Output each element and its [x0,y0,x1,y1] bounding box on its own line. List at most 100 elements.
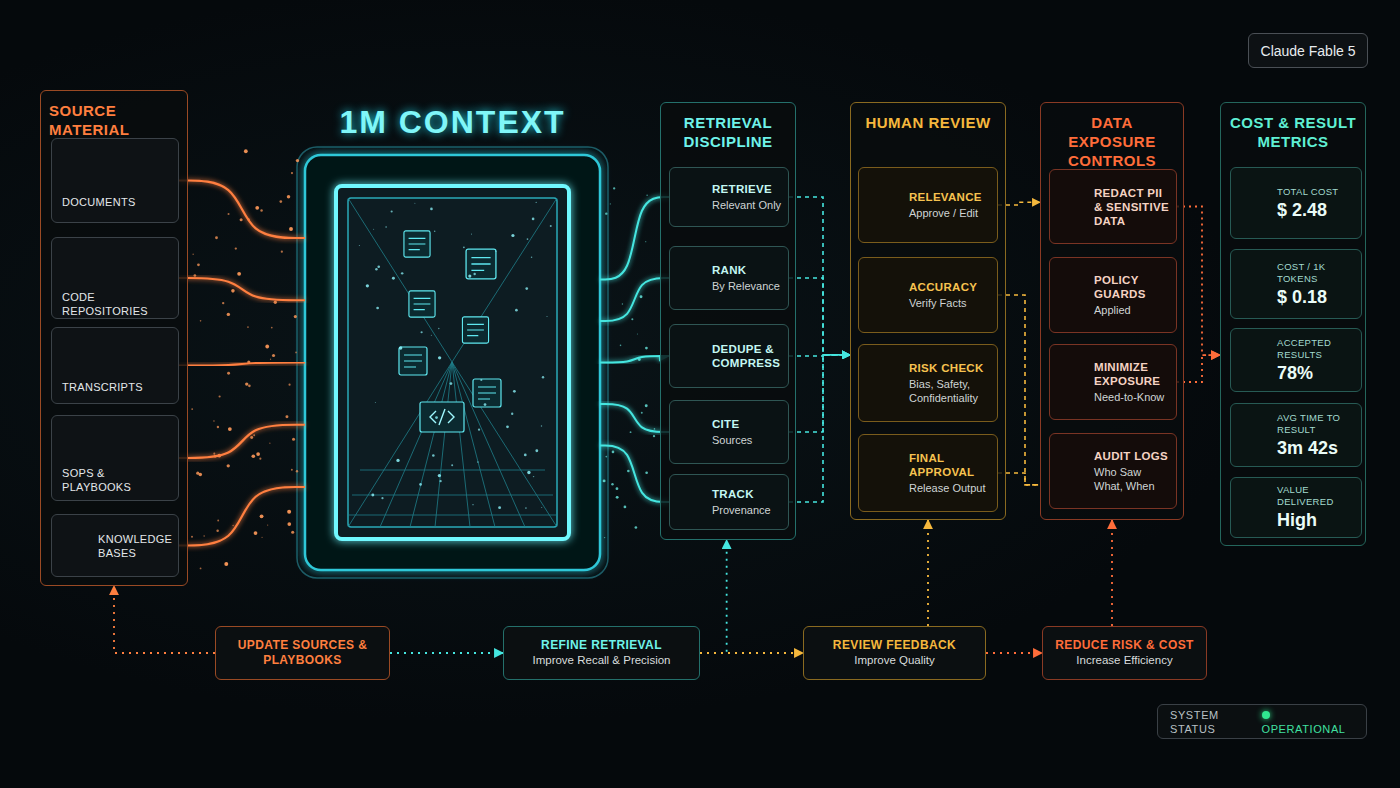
particle [498,506,501,509]
source-box: CODE REPOSITORIES [51,237,179,319]
model-badge: Claude Fable 5 [1248,33,1368,68]
step-title: FINAL APPROVAL [909,451,993,479]
particle [438,474,441,477]
particle [546,316,547,317]
particle [450,382,453,385]
retrieval-step: RETRIEVERelevant Only [669,167,789,227]
metric-box: AVG TIME TO RESULT3m 42s [1230,403,1362,467]
metric-label: COST / 1K TOKENS [1277,261,1357,285]
particle [631,318,633,320]
particle [616,487,619,490]
particle [419,483,422,486]
context-window: 1M CONTEXT [305,155,600,570]
particle [471,234,472,235]
metric-box: COST / 1K TOKENS$ 0.18 [1230,249,1362,319]
particle [431,335,432,336]
source-box: TRANSCRIPTS [51,327,179,404]
particle [366,284,369,287]
particle [248,385,251,388]
particle [260,514,264,518]
particle [506,425,509,428]
metric-value: 78% [1277,362,1357,384]
particle [216,529,218,531]
flow-curve [179,487,305,546]
step-title: TRACK [712,487,784,501]
particle [396,459,399,462]
particle [287,522,291,526]
source-label: KNOWLEDGE BASES [98,532,174,560]
step-title: AUDIT LOGS [1094,449,1172,463]
particle [253,434,255,436]
flow-curve [600,446,669,503]
particle [272,354,275,357]
flow-curve [600,278,669,321]
particle [227,313,230,316]
particle [536,202,537,203]
particle [375,402,376,403]
particle [269,443,270,444]
particle [438,328,439,329]
step-detail: Who Saw What, When [1094,465,1172,493]
particle [227,464,230,467]
flow-curve [600,197,669,280]
particle [385,226,387,228]
particle [645,241,646,242]
particle [432,454,435,457]
feedback-box: REFINE RETRIEVALImprove Recall & Precisi… [503,626,700,680]
particle [439,480,441,482]
context-illustration [348,198,557,527]
particle [254,531,258,535]
source-label: TRANSCRIPTS [62,380,174,394]
source-panel: SOURCE MATERIALDOCUMENTSCODE REPOSITORIE… [40,90,188,586]
flow-curve [179,181,305,239]
step-title: RANK [712,263,784,277]
particle [375,268,377,270]
retrieval-step: RANKBy Relevance [669,246,789,310]
particle [550,225,552,227]
particle [451,464,453,466]
particle [294,315,297,318]
particle [291,172,293,174]
flow-connector [1111,520,1113,626]
feedback-box: REDUCE RISK & COSTIncrease Efficiency [1042,626,1207,680]
particle [197,263,200,266]
particle [192,254,193,255]
particle [237,272,241,276]
particle [217,426,219,428]
step-detail: Sources [712,433,784,447]
step-title: RISK CHECK [909,361,993,375]
particle [605,212,607,214]
particle [261,537,262,538]
particle [228,427,232,431]
particle [477,461,479,463]
flow-connector [700,540,727,653]
particle [287,510,291,514]
particle [219,395,221,397]
particle [645,347,648,350]
metric-box: VALUE DELIVEREDHigh [1230,477,1362,538]
particle [542,376,544,378]
control-step: REDACT PII & SENSITIVE DATA [1049,169,1177,244]
particle [199,473,203,477]
metric-value: High [1277,509,1357,531]
particle [513,390,516,393]
particle [495,251,496,252]
flow-connector [700,652,803,654]
particle [654,428,656,430]
particle [480,379,482,381]
metric-box: TOTAL COST$ 2.48 [1230,167,1362,239]
flow-curve [600,404,669,432]
particle [213,420,215,422]
particle [472,504,473,505]
particle [473,273,475,275]
particle [637,333,638,334]
metric-box: ACCEPTED RESULTS78% [1230,328,1362,392]
particle [292,438,295,441]
flow-curve [179,278,305,300]
metric-value: 3m 42s [1277,437,1357,459]
particle [285,415,288,418]
particle-field [191,149,655,569]
metric-label: AVG TIME TO RESULT [1277,412,1357,436]
step-title: DEDUPE & COMPRESS [712,342,784,370]
